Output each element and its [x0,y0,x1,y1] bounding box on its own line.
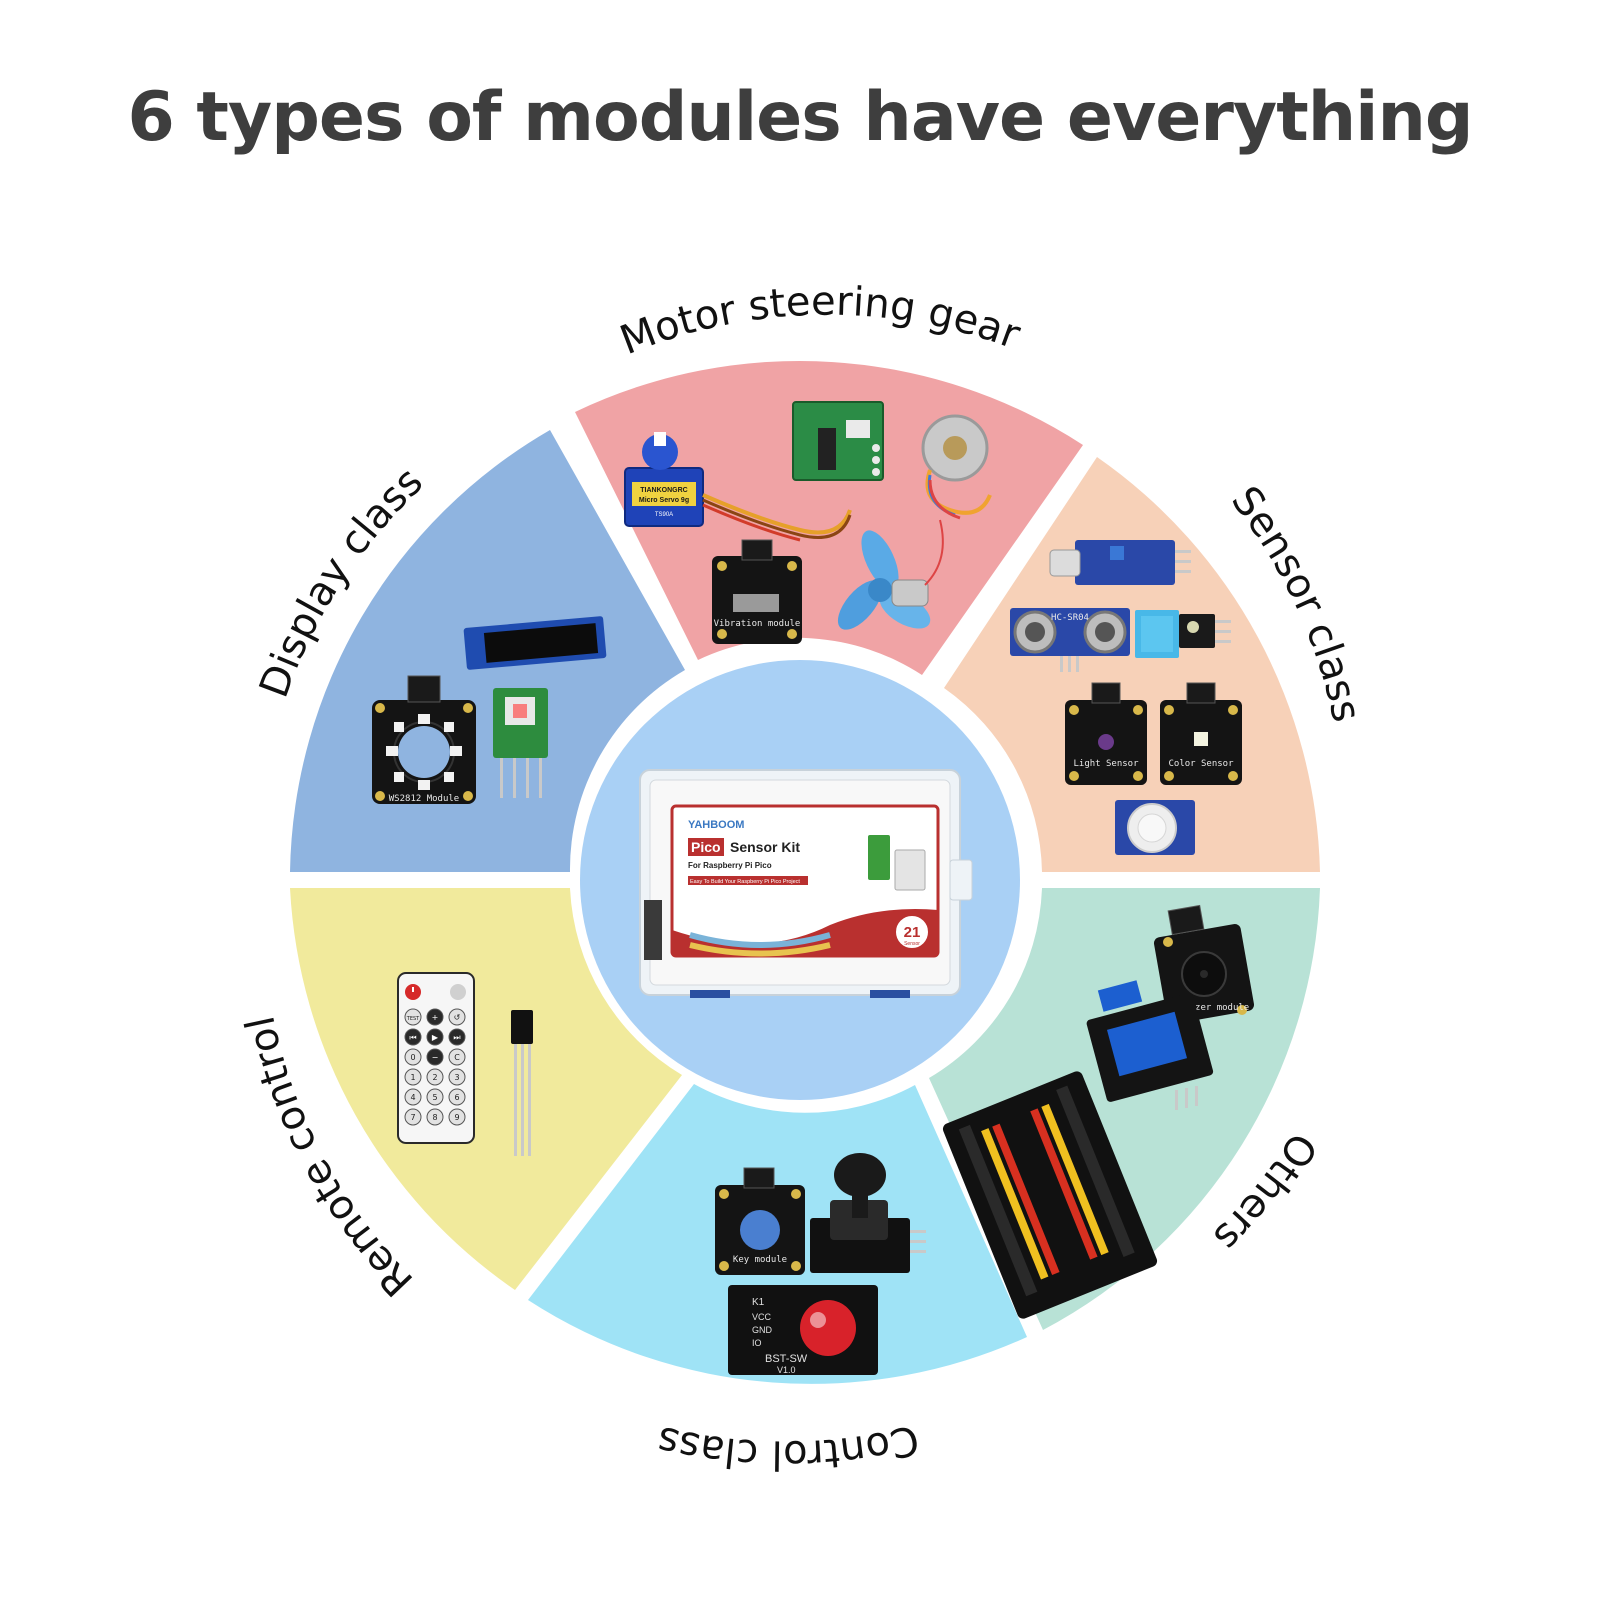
kit-count: 21 [904,924,921,941]
servo-label: Micro Servo 9g [639,497,689,504]
remote-key-label: 5 [432,1093,437,1102]
switch-io-label: IO [752,1338,762,1348]
others-modules: Buzzer module [942,904,1255,1319]
joystick-icon [810,1153,926,1273]
remote-key-label: 6 [454,1093,459,1102]
remote-modules: TEST + ↺ ⏮ ▶ ⏭ 0 − C 1 2 3 4 5 6 7 8 9 [397,972,533,1156]
remote-key-label: 2 [432,1073,437,1082]
kit-name: Sensor Kit [730,839,800,855]
remote-key [404,1068,422,1086]
light-sensor-label: Light Sensor [1073,759,1139,769]
remote-key-label: 4 [410,1093,415,1102]
remote-key-label: ⏮ [409,1033,416,1042]
light-sensor-icon: Light Sensor [1065,682,1147,785]
rotary-switch-icon: K1 VCC GND IO BST-SW V1.0 [728,1285,878,1375]
remote-key [448,1068,466,1086]
switch-vcc-label: VCC [752,1312,772,1322]
ultrasonic-label: HC-SR04 [1051,613,1089,623]
kit-tagline: Easy To Build Your Raspberry Pi Pico Pro… [690,879,800,885]
kit-subtitle: For Raspberry Pi Pico [688,861,772,870]
stepper-motor-icon [921,414,992,520]
vibration-module-icon: Vibration module [712,539,802,644]
kit-badge: Pico [691,839,721,855]
remote-key-label: TEST [406,1016,420,1022]
remote-key-label: − [432,1053,439,1062]
label-motor-path: Motor steering gear [614,279,1026,364]
ir-remote-icon: TEST + ↺ ⏮ ▶ ⏭ 0 − C 1 2 3 4 5 6 7 8 9 [397,972,475,1144]
servo-model: TS90A [655,512,673,518]
remote-key-label: 8 [432,1113,437,1122]
display-modules: WS2812 Module [372,616,607,804]
kit-brand: YAHBOOM [688,819,744,831]
remote-key [426,1088,444,1106]
remote-key [448,1048,466,1066]
remote-key-label: ▶ [432,1033,439,1042]
ir-receiver-icon [511,1010,533,1156]
label-control-path: Control class [653,1415,923,1477]
remote-key-label: 1 [410,1073,415,1082]
buzzer-label: Buzzer module [1179,1003,1249,1013]
label-motor: Motor steering gear [614,279,1026,364]
servo-icon: TIANKONGRC Micro Servo 9g TS90A [624,432,852,542]
remote-key-label: 9 [454,1113,459,1122]
rgb-ring-module-icon: WS2812 Module [372,675,476,804]
segment-remote [290,888,682,1290]
remote-key [426,1028,444,1046]
remote-key-label: 7 [410,1113,415,1122]
remote-key [404,1048,422,1066]
remote-key [404,1008,422,1026]
key-module-label: Key module [733,1255,787,1265]
kit-count-label: Sensor [904,941,920,947]
remote-key-label: 3 [454,1073,459,1082]
key-module-icon: Key module [715,1167,805,1275]
pir-sensor-icon [1115,800,1195,855]
remote-key [404,1028,422,1046]
vibration-label: Vibration module [714,619,801,629]
relay-module-icon [1086,980,1214,1110]
driver-board-icon [792,401,884,481]
remote-key [448,1028,466,1046]
fan-motor-icon [837,519,944,630]
remote-key-label: C [454,1053,460,1062]
switch-gnd-label: GND [752,1325,773,1335]
oled-display-icon [463,616,607,670]
label-control: Control class [653,1415,923,1477]
switch-name-label: BST-SW [765,1353,808,1365]
remote-key [448,1008,466,1026]
remote-key [426,1068,444,1086]
switch-version-label: V1.0 [777,1365,796,1375]
remote-key-label: ↺ [454,1013,461,1022]
color-sensor-label: Color Sensor [1168,759,1234,769]
expansion-board-icon [942,1071,1158,1319]
remote-key [404,1088,422,1106]
motor-modules: TIANKONGRC Micro Servo 9g TS90A [624,401,992,644]
remote-key [448,1088,466,1106]
ws2812-label: WS2812 Module [389,794,459,804]
remote-key [426,1108,444,1126]
page-title: 6 types of modules have everything [127,78,1473,157]
remote-key-label: ⏭ [453,1033,460,1042]
rgb-led-module-icon [493,688,548,798]
remote-key-label: 0 [410,1053,415,1062]
switch-k1-label: K1 [752,1297,765,1308]
remote-key [404,1108,422,1126]
ultrasonic-sensor-icon: HC-SR04 [1010,608,1130,672]
color-sensor-icon: Color Sensor [1160,682,1242,785]
remote-key [426,1048,444,1066]
remote-keypad: TEST + ↺ ⏮ ▶ ⏭ 0 − C 1 2 3 4 5 6 7 8 9 [404,1008,466,1126]
remote-key [448,1108,466,1126]
remote-key-label: + [432,1013,439,1022]
servo-brand: TIANKONGRC [640,487,687,494]
humidity-sensor-icon [1135,610,1231,658]
sensor-modules: HC-SR04 Light Sensor [1010,540,1242,855]
control-modules: Key module K1 VCC GND IO BST-SW V1.0 [715,1153,926,1375]
sound-sensor-icon [1049,540,1191,585]
kit-box-image: YAHBOOM Pico Sensor Kit For Raspberry Pi… [639,769,973,998]
remote-key [426,1008,444,1026]
